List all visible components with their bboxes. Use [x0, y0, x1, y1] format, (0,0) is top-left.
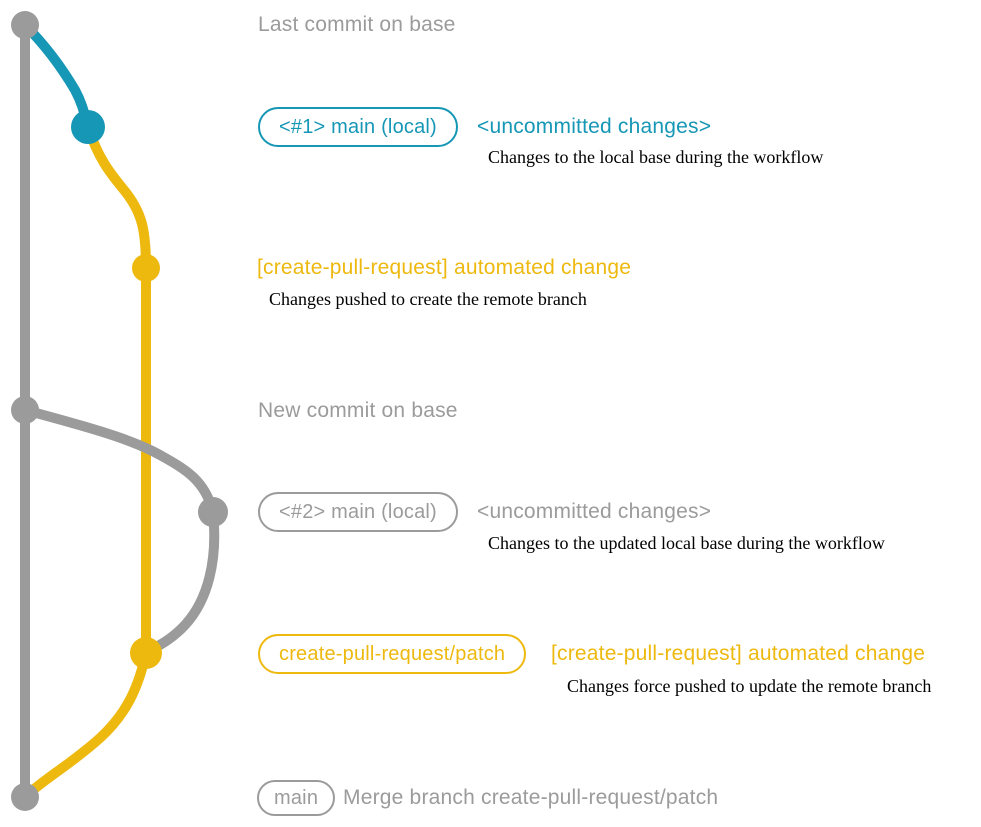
main-local-2-branch-badge: <#2> main (local)	[258, 492, 458, 532]
uncommitted-changes-1-label: <uncommitted changes>	[477, 115, 712, 138]
rebased-main-branch-line	[20, 405, 218, 517]
last-commit-label: Last commit on base	[258, 13, 456, 36]
commit-dot-automated-change-2	[130, 637, 162, 669]
merge-commit-label: Merge branch create-pull-request/patch	[343, 786, 719, 809]
rebased-main-merge-line	[141, 507, 220, 658]
main-local-1-branch-badge: <#1> main (local)	[258, 107, 458, 147]
commit-dot-automated-change-1	[132, 254, 160, 282]
automated-change-1-description: Changes pushed to create the remote bran…	[269, 289, 587, 309]
uncommitted-changes-2-label: <uncommitted changes>	[477, 500, 712, 523]
commit-dot-main-local-2	[198, 497, 228, 527]
commit-dot-last-base	[11, 11, 39, 39]
new-commit-label: New commit on base	[258, 399, 458, 422]
main-branch-badge: main	[257, 780, 336, 816]
patch-branch-line-upper	[83, 122, 151, 658]
patch-branch-merge-line	[20, 648, 151, 802]
commit-dot-merge	[11, 783, 39, 811]
commit-dot-new-base	[11, 396, 39, 424]
automated-change-1-label: [create-pull-request] automated change	[257, 256, 632, 279]
automated-change-2-description: Changes force pushed to update the remot…	[567, 676, 932, 696]
uncommitted-changes-1-description: Changes to the local base during the wor…	[488, 147, 824, 167]
commit-graph	[11, 11, 228, 811]
uncommitted-changes-2-description: Changes to the updated local base during…	[488, 533, 885, 553]
local-main-branch-line	[20, 20, 93, 132]
patch-branch-badge: create-pull-request/patch	[258, 634, 527, 674]
commit-dot-main-local-1	[71, 110, 105, 144]
automated-change-2-label: [create-pull-request] automated change	[551, 642, 926, 665]
